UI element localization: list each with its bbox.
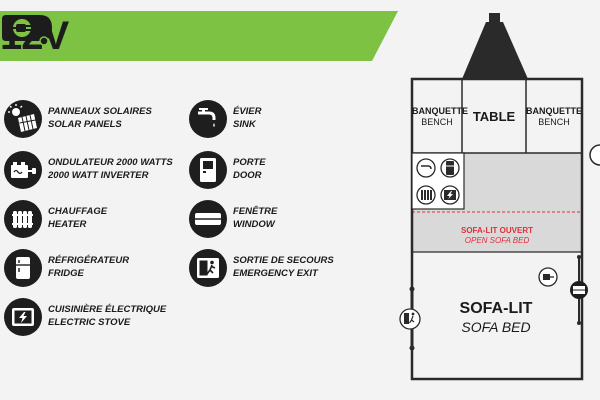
legend-item-fridge: RÉFRIGÉRATEUR FRIDGE xyxy=(4,249,184,289)
electric-stove-icon xyxy=(4,298,42,336)
legend-label: SORTIE DE SECOURS EMERGENCY EXIT xyxy=(233,254,334,280)
sink-icon xyxy=(189,100,227,138)
open-sofa-en: OPEN SOFA BED xyxy=(464,236,530,245)
legend-label-en: DOOR xyxy=(233,170,262,181)
door-icon xyxy=(189,151,227,189)
legend-label-fr: CHAUFFAGE xyxy=(48,206,108,217)
bench-left-en: BENCH xyxy=(421,117,453,127)
bench-right-fr: BANQUETTE xyxy=(526,106,582,116)
legend-item-inverter: ONDULATEUR 2000 WATTS 2000 WATT INVERTER xyxy=(4,151,184,191)
legend-label: FENÊTRE WINDOW xyxy=(233,205,277,231)
legend-label: ONDULATEUR 2000 WATTS 2000 WATT INVERTER xyxy=(48,156,173,182)
legend-item-door: PORTE DOOR xyxy=(189,151,339,191)
legend-label-fr: SORTIE DE SECOURS xyxy=(233,255,334,266)
legend-label: ÉVIER SINK xyxy=(233,105,262,131)
legend-item-electric-stove: CUISINIÈRE ÉLECTRIQUE ELECTRIC STOVE xyxy=(4,298,184,338)
bench-left-fr: BANQUETTE xyxy=(412,106,468,116)
bench-right-en: BENCH xyxy=(538,117,570,127)
heater-icon xyxy=(4,200,42,238)
legend-label-en: WINDOW xyxy=(233,219,275,230)
legend-label-en: HEATER xyxy=(48,219,87,230)
legend-item-solar-panels: PANNEAUX SOLAIRES SOLAR PANELS xyxy=(4,100,184,140)
legend-item-heater: CHAUFFAGE HEATER xyxy=(4,200,184,240)
emergency-exit-icon xyxy=(399,308,421,330)
legend-label-en: ELECTRIC STOVE xyxy=(48,317,131,328)
legend-label-fr: ÉVIER xyxy=(233,106,262,117)
trailer-outline xyxy=(410,77,584,381)
legend-item-emergency-exit: SORTIE DE SECOURS EMERGENCY EXIT xyxy=(189,249,349,289)
emergency-exit-icon xyxy=(189,249,227,287)
header-banner: 12V xyxy=(0,11,398,61)
legend-label: PANNEAUX SOLAIRES SOLAR PANELS xyxy=(48,105,152,131)
open-sofa-area xyxy=(412,212,582,252)
sofa-bed-label: SOFA-LIT SOFA BED xyxy=(440,300,552,336)
legend-label-en: SINK xyxy=(233,119,256,130)
fridge-icon xyxy=(4,249,42,287)
legend-label-fr: FENÊTRE xyxy=(233,206,278,217)
window-icon xyxy=(589,144,600,166)
legend-label: PORTE DOOR xyxy=(233,156,266,182)
legend-item-sink: ÉVIER SINK xyxy=(189,100,339,140)
legend-item-window: FENÊTRE WINDOW xyxy=(189,200,339,240)
solar-panel-icon xyxy=(4,100,42,138)
legend-label: CUISINIÈRE ÉLECTRIQUE ELECTRIC STOVE xyxy=(48,303,166,329)
legend-label: CHAUFFAGE HEATER xyxy=(48,205,107,231)
sink-icon xyxy=(416,158,436,178)
bench-right-label: BANQUETTE BENCH xyxy=(526,106,582,128)
sofa-bed-en: SOFA BED xyxy=(461,319,531,335)
legend-label-en: SOLAR PANELS xyxy=(48,119,122,130)
table-label: TABLE xyxy=(472,109,516,124)
bench-left-label: BANQUETTE BENCH xyxy=(412,106,468,128)
sofa-bed-fr: SOFA-LIT xyxy=(459,300,533,317)
legend-label-fr: PANNEAUX SOLAIRES xyxy=(48,106,152,117)
legend-label-fr: PORTE xyxy=(233,157,266,168)
banner-background xyxy=(0,11,398,61)
banner-shape xyxy=(0,11,398,61)
legend-label-fr: ONDULATEUR 2000 WATTS xyxy=(48,157,173,168)
legend-label-fr: RÉFRIGÉRATEUR xyxy=(48,255,130,266)
legend-label: RÉFRIGÉRATEUR FRIDGE xyxy=(48,254,129,280)
open-sofa-fr: SOFA-LIT OUVERT xyxy=(461,226,533,235)
plug-camper-icon xyxy=(2,15,52,45)
inverter-icon xyxy=(4,151,42,189)
legend-label-fr: CUISINIÈRE ÉLECTRIQUE xyxy=(48,304,167,315)
hitch-tongue xyxy=(462,22,528,79)
hitch-coupler xyxy=(489,13,500,23)
open-sofa-label: SOFA-LIT OUVERT OPEN SOFA BED xyxy=(412,226,582,246)
legend-label-en: EMERGENCY EXIT xyxy=(233,268,318,279)
legend-label-en: FRIDGE xyxy=(48,268,84,279)
window-icon xyxy=(189,200,227,238)
legend-label-en: 2000 WATT INVERTER xyxy=(48,170,149,181)
